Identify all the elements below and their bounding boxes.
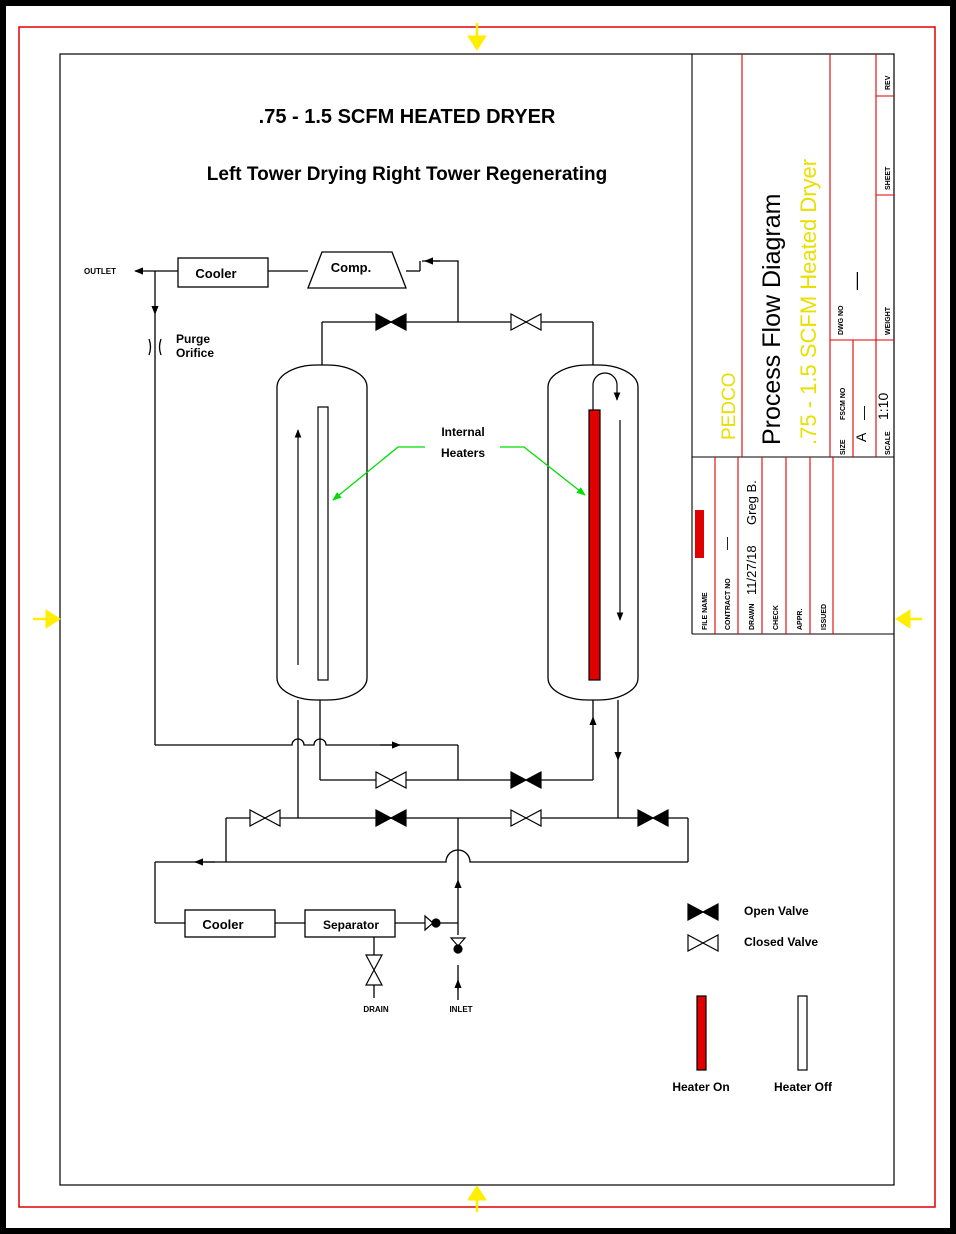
fscm-no-label: FSCM NO bbox=[840, 387, 847, 420]
drawn-by: Greg B. bbox=[744, 480, 759, 525]
compressor bbox=[307, 251, 407, 289]
cooler-top bbox=[177, 257, 269, 288]
heater-leader-left bbox=[332, 446, 425, 501]
legend-heater-on-label: Heater On bbox=[672, 1080, 729, 1094]
valve-bot-1-closed bbox=[249, 809, 281, 827]
drawn-label: DRAWN bbox=[749, 604, 756, 630]
valve-bot-3-closed bbox=[510, 809, 542, 827]
issued-label: ISSUED bbox=[821, 604, 828, 630]
heaters-label-2: Heaters bbox=[441, 446, 485, 460]
heater-leader-right bbox=[500, 446, 586, 496]
flow-arrows bbox=[424, 257, 462, 1000]
drawn-date: 11/27/18 bbox=[744, 545, 759, 595]
fscm-value: — bbox=[855, 406, 871, 420]
valve-bot-2-open bbox=[375, 809, 407, 827]
company-name: PEDCO bbox=[719, 372, 740, 440]
drawing-title: Process Flow Diagram bbox=[758, 194, 786, 445]
purge-label-1: Purge bbox=[176, 332, 210, 346]
check-valves bbox=[424, 914, 467, 954]
weight-label: WEIGHT bbox=[885, 306, 892, 335]
appr-label: APPR. bbox=[797, 609, 804, 630]
valve-mid-left-closed bbox=[375, 771, 407, 789]
right-heater-on bbox=[588, 409, 601, 681]
legend-open-valve-icon bbox=[687, 903, 719, 921]
check-label: CHECK bbox=[773, 605, 780, 630]
file-name-stamp bbox=[695, 510, 704, 558]
diagram-subtitle: Left Tower Drying Right Tower Regenerati… bbox=[207, 164, 607, 185]
rev-label: REV bbox=[885, 75, 892, 90]
diagram-title: .75 - 1.5 SCFM HEATED DRYER bbox=[259, 106, 556, 128]
valve-top-right-closed bbox=[510, 313, 542, 331]
scale-label: SCALE bbox=[885, 431, 892, 455]
contract-no-label: CONTRACT NO bbox=[725, 578, 732, 630]
dwg-no-label: DWG NO bbox=[838, 305, 845, 335]
valves bbox=[249, 313, 669, 986]
cooler-top-label: Cooler bbox=[195, 266, 236, 281]
size-value: A bbox=[853, 432, 869, 442]
purge-label-2: Orifice bbox=[176, 346, 214, 360]
dwg-no-value: — bbox=[846, 272, 866, 290]
centering-markers bbox=[33, 23, 922, 1212]
right-tower-flow bbox=[592, 372, 621, 410]
legend-heater-off-label: Heater Off bbox=[774, 1080, 833, 1094]
comp-label: Comp. bbox=[331, 260, 371, 275]
cooler-bottom-label: Cooler bbox=[202, 917, 243, 932]
separator-label: Separator bbox=[323, 918, 379, 932]
cooler-bottom bbox=[184, 909, 276, 938]
purge-orifice bbox=[148, 338, 162, 356]
valve-top-left-open bbox=[375, 313, 407, 331]
legend-heater-off-icon bbox=[797, 995, 808, 1071]
size-label: SIZE bbox=[840, 439, 847, 455]
heaters-label-1: Internal bbox=[441, 425, 484, 439]
valve-drain-closed bbox=[365, 954, 383, 986]
inlet-label: INLET bbox=[449, 1005, 472, 1014]
legend-closed-valve-label: Closed Valve bbox=[744, 935, 818, 949]
valve-mid-right-open bbox=[510, 771, 542, 789]
legend: Open Valve Closed Valve Heater On Heater… bbox=[672, 903, 833, 1094]
outlet-label: OUTLET bbox=[84, 267, 116, 276]
file-name-label: FILE NAME bbox=[702, 592, 709, 630]
drawing-subtitle: .75 - 1.5 SCFM Heated Dryer bbox=[796, 159, 821, 445]
title-block bbox=[691, 54, 894, 635]
valve-bot-4-open bbox=[637, 809, 669, 827]
contract-no-value: — bbox=[719, 537, 734, 550]
left-heater-off bbox=[317, 406, 329, 681]
legend-closed-valve-icon bbox=[687, 934, 719, 952]
separator bbox=[304, 909, 396, 938]
scale-value: 1:10 bbox=[875, 393, 891, 420]
drain-label: DRAIN bbox=[363, 1005, 389, 1014]
legend-open-valve-label: Open Valve bbox=[744, 904, 809, 918]
legend-heater-on-icon bbox=[696, 995, 707, 1071]
sheet-label: SHEET bbox=[885, 166, 892, 190]
